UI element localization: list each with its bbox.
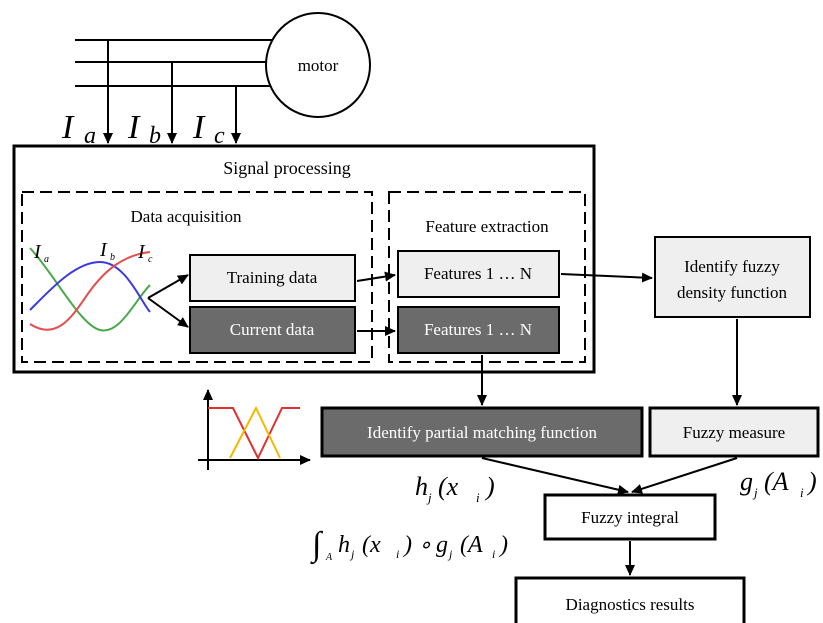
formula-g: g j (A i ) — [740, 467, 817, 500]
feature-extraction-box — [388, 191, 586, 363]
membership-function-icon — [198, 389, 311, 470]
density-function-box — [654, 236, 811, 318]
wave-c-label: I — [137, 241, 146, 263]
svg-text:g: g — [436, 532, 448, 558]
current-labels: I a I b I c — [61, 109, 225, 149]
density-line1: Identify fuzzy — [684, 257, 780, 276]
svg-text:): ) — [484, 472, 495, 501]
wave-b-sub: b — [110, 252, 115, 263]
svg-text:): ) — [806, 467, 817, 496]
svg-text:(x: (x — [438, 472, 459, 501]
svg-text:): ) — [402, 532, 412, 558]
svg-text:h: h — [415, 472, 428, 501]
current-b-sub: b — [149, 123, 161, 149]
current-b-label: I — [127, 109, 141, 146]
features-top-box — [397, 250, 560, 298]
wave-b-label: I — [99, 239, 108, 261]
wave-b — [29, 260, 151, 313]
svg-text:j: j — [349, 547, 355, 561]
wave-a — [29, 247, 151, 332]
wave-c — [29, 251, 151, 331]
diagnostics-box — [514, 576, 746, 623]
data-acquisition-title: Data acquisition — [131, 207, 242, 226]
fuzzy-measure-label: Fuzzy measure — [683, 423, 785, 442]
svg-text:j: j — [752, 485, 758, 500]
current-a-label: I — [61, 109, 75, 146]
fuzzy-measure-box — [648, 406, 820, 458]
current-c-sub: c — [214, 123, 225, 149]
svg-text:A: A — [325, 552, 333, 563]
svg-text:i: i — [492, 547, 495, 561]
training-data-box — [189, 254, 356, 302]
signal-processing-title: Signal processing — [223, 158, 351, 178]
svg-text:i: i — [476, 490, 480, 505]
motor-label: motor — [298, 56, 339, 75]
formula-h: h j (x i ) — [415, 472, 495, 505]
svg-text:g: g — [740, 467, 753, 496]
power-lines — [75, 39, 285, 144]
svg-text:j: j — [447, 547, 453, 561]
svg-text:∘: ∘ — [418, 532, 432, 557]
current-data-box — [189, 306, 356, 354]
fuzzy-integral-label: Fuzzy integral — [581, 508, 679, 527]
svg-text:j: j — [426, 490, 432, 505]
wave-a-sub: a — [44, 254, 49, 265]
signal-processing-box — [12, 144, 596, 374]
feature-extraction-title: Feature extraction — [425, 217, 549, 236]
features-bottom-box — [397, 306, 560, 354]
diagnostics-label: Diagnostics results — [566, 595, 695, 614]
membership-yellow — [229, 405, 281, 459]
motor-node: motor — [265, 12, 371, 118]
motor-circle — [265, 12, 371, 118]
wave-a-label: I — [33, 241, 42, 263]
svg-text:h: h — [338, 532, 350, 558]
partial-matching-label: Identify partial matching function — [367, 423, 597, 442]
current-data-label: Current data — [230, 320, 315, 339]
data-acquisition-box — [21, 191, 373, 363]
svg-text:i: i — [396, 547, 399, 561]
svg-text:i: i — [800, 485, 804, 500]
svg-text:∫: ∫ — [310, 526, 324, 565]
current-c-label: I — [192, 109, 206, 146]
partial-matching-box — [320, 406, 644, 458]
svg-text:(A: (A — [764, 467, 789, 496]
fuzzy-integral-box — [543, 493, 717, 541]
svg-text:): ) — [498, 532, 508, 558]
membership-red — [208, 407, 300, 461]
current-a-sub: a — [84, 123, 96, 149]
svg-text:(x: (x — [362, 532, 381, 558]
waveform-plot: I a I b I c — [29, 239, 153, 332]
training-data-label: Training data — [227, 268, 318, 287]
wave-c-sub: c — [148, 254, 153, 265]
formula-integral: ∫ A h j (x i ) ∘ g j (A i ) — [310, 526, 508, 565]
features-top-label: Features 1 … N — [424, 264, 532, 283]
features-bottom-label: Features 1 … N — [424, 320, 532, 339]
density-line2: density function — [677, 283, 788, 302]
svg-text:(A: (A — [460, 532, 483, 558]
